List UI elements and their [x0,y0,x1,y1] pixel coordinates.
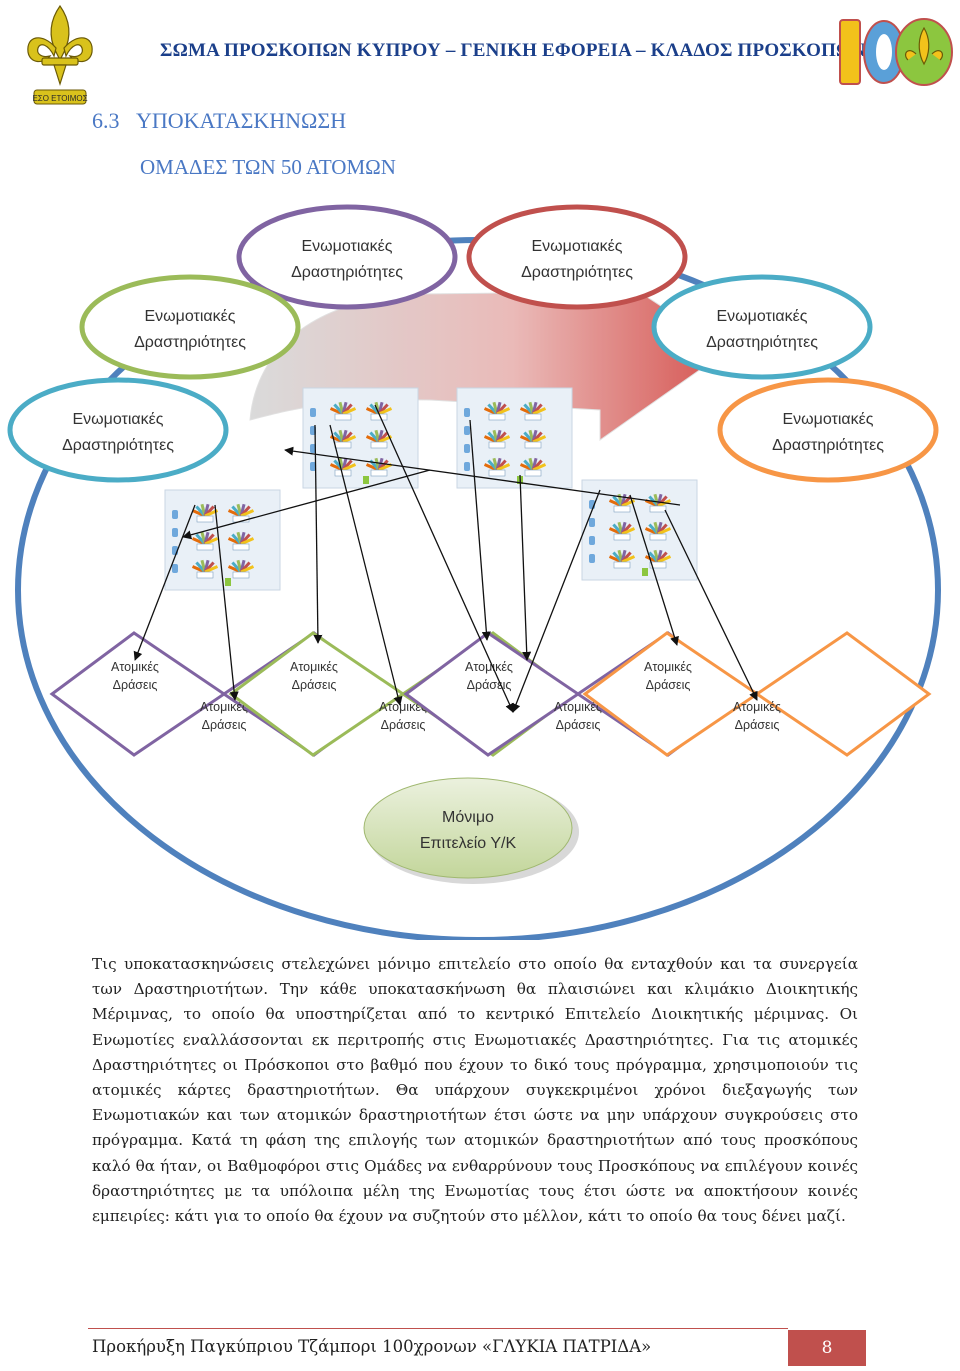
activity-link-arrow [629,494,679,646]
activity-link-arrow [284,446,681,506]
individual-actions-label: Δράσεις [202,718,247,732]
individual-actions-label: Δράσεις [556,718,601,732]
activity-link-arrow [374,404,514,713]
activity-link-arrow [469,419,491,641]
permanent-staff: Μόνιμο Επιτελείο Υ/Κ [363,777,579,884]
section-title: 6.3 ΥΠΟΚΑΤΑΣΚΗΝΩΣΗ [92,108,347,133]
individual-actions-label: Δράσεις [381,718,426,732]
individual-actions-label: Δράσεις [735,718,780,732]
logo-motto: ΕΣΟ ΕΤΟΙΜΟΣ [32,94,87,103]
activity-link-arrow [214,504,239,701]
organization-header: ΣΩΜΑ ΠΡΟΣΚΟΠΩΝ ΚΥΠΡΟΥ – ΓΕΝΙΚΗ ΕΦΟΡΕΙΑ –… [160,40,866,61]
subcamp-diagram: ΕνωμοτιακέςΔραστηριότητεςΕνωμοτιακέςΔρασ… [7,204,941,940]
individual-actions-label: Δράσεις [467,678,512,692]
patrol-activity-line1: Ενωμοτιακές [782,411,873,428]
activity-link-arrow [511,489,601,713]
patrol-activity-line2: Δραστηριότητες [134,334,246,351]
individual-actions-label: Ατομικές [465,660,513,674]
patrol-activity-line2: Δραστηριότητες [706,334,818,351]
activity-cards-image [302,387,419,489]
patrol-activity-line1: Ενωμοτιακές [144,308,235,325]
scout-logo: ΕΣΟ ΕΤΟΙΜΟΣ [27,4,93,105]
patrol-activity-line1: Ενωμοτιακές [301,238,392,255]
individual-actions-label: Ατομικές [379,700,427,714]
individual-actions-label: Ατομικές [111,660,159,674]
patrol-activity-line1: Ενωμοτιακές [716,308,807,325]
staff-line1: Μόνιμο [442,809,494,826]
page-number: 8 [788,1330,866,1366]
activity-link-arrow [664,509,758,701]
footer-text: Προκήρυξη Παγκύπριου Τζάμπορι 100χρονων … [92,1337,652,1356]
patrol-activity-line1: Ενωμοτιακές [531,238,622,255]
body-paragraph: Τις υποκατασκηνώσεις στελεχώνει μόνιμο ε… [92,955,858,1226]
patrol-activity-line2: Δραστηριότητες [62,437,174,454]
section-subtitle: ΟΜΑΔΕΣ ΤΩΝ 50 ΑΤΟΜΩΝ [140,155,396,179]
activity-link-arrow [519,474,532,661]
activity-link-arrow [182,469,431,540]
individual-actions-label: Ατομικές [554,700,602,714]
individual-actions-label: Ατομικές [644,660,692,674]
footer-divider [88,1328,788,1329]
individual-actions-label: Δράσεις [292,678,337,692]
patrol-activity-line2: Δραστηριότητες [291,264,403,281]
centenary-logo: 100 [839,18,953,86]
individual-actions-label: Ατομικές [733,700,781,714]
individual-actions-label: Ατομικές [290,660,338,674]
staff-line2: Επιτελείο Υ/Κ [420,835,517,852]
activity-link-arrow [313,424,323,644]
activity-link-arrow [329,424,403,706]
individual-actions-label: Ατομικές [200,700,248,714]
patrol-activity-line2: Δραστηριότητες [521,264,633,281]
individual-actions-label: Δράσεις [646,678,691,692]
patrol-activity-line1: Ενωμοτιακές [72,411,163,428]
individual-actions-label: Δράσεις [113,678,158,692]
activity-cards-image [581,479,698,581]
patrol-activity-line2: Δραστηριότητες [772,437,884,454]
activity-cards-image [456,387,573,489]
